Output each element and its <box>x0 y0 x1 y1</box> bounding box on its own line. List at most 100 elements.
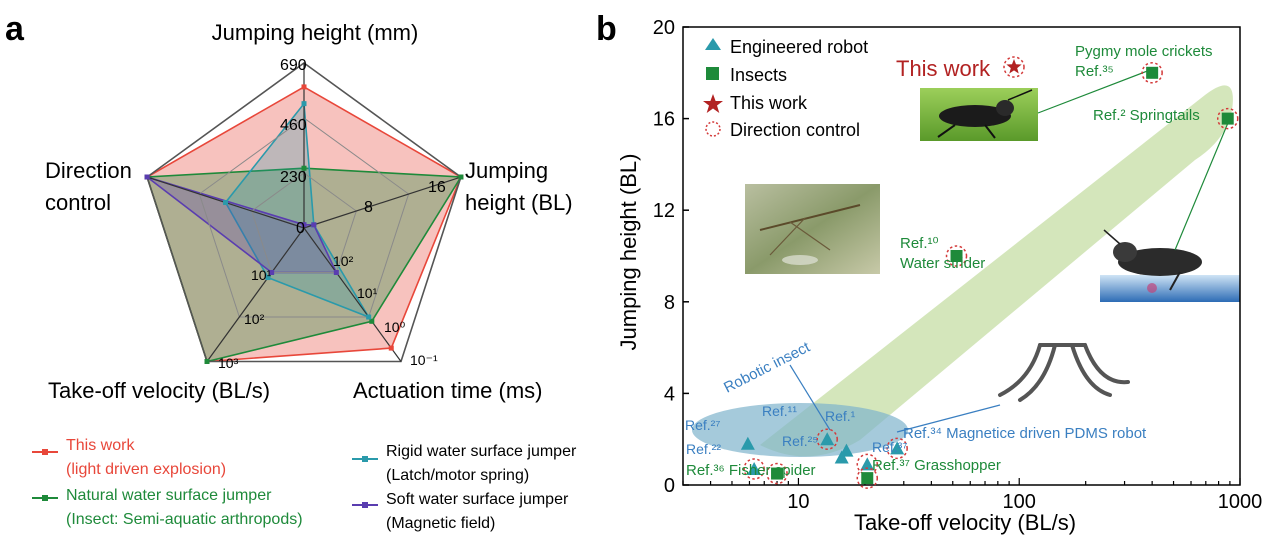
x-tick-label-0: 10 <box>787 491 809 513</box>
radar-axis-title-4a: Direction <box>45 158 132 183</box>
radar-point-2-4 <box>223 200 229 206</box>
legend-this-work-line2: (light driven explosion) <box>66 461 226 478</box>
radar-point-1-3 <box>204 358 210 364</box>
radar-axis-title-1b: height (BL) <box>465 190 573 215</box>
radar-point-3-1 <box>311 222 317 228</box>
y-axis-title: Jumping height (BL) <box>616 154 641 351</box>
direction-control-ring <box>886 437 908 460</box>
annot-robotic-insect: Robotic insect <box>721 338 813 396</box>
direction-control-ring <box>1141 62 1163 84</box>
y-tick-label-4: 16 <box>653 109 675 131</box>
tick-time-10-2: 10² <box>333 253 354 269</box>
tick-mm-460: 460 <box>280 117 307 134</box>
panel-b-label: b <box>596 10 617 48</box>
x-tick-label-1: 100 <box>1003 491 1036 513</box>
tick-vel-10-2: 10² <box>244 311 265 327</box>
radar-point-0-2 <box>388 345 394 351</box>
direction-control-ring <box>766 462 788 485</box>
pdms-robot-drawing <box>998 343 1130 402</box>
legend-item-natural: Natural water surface jumper (Insect: Se… <box>32 487 303 528</box>
springtail-photo <box>1100 229 1240 302</box>
direction-control-ring <box>1216 107 1239 130</box>
radar-point-1-0 <box>301 165 307 171</box>
tick-bl-8: 8 <box>364 199 373 216</box>
legend-natural-line1: Natural water surface jumper <box>66 487 272 504</box>
tick-mm-690: 690 <box>280 57 307 74</box>
radar-point-2-3 <box>265 275 271 281</box>
insect-point-3 <box>1146 66 1159 79</box>
radar-axis-title-1a: Jumping <box>465 158 548 183</box>
radar-spoke-2 <box>303 227 402 362</box>
radar-point-2-0 <box>301 101 307 107</box>
robot-point-1 <box>747 461 762 475</box>
radar-point-3-4 <box>144 174 150 180</box>
tick-time-10-1: 10¹ <box>357 285 378 301</box>
robot-point-3 <box>834 450 849 464</box>
panel-a-label: a <box>5 10 25 48</box>
robot-point-4 <box>839 443 854 457</box>
radar-axis-title-3: Take-off velocity (BL/s) <box>48 378 270 403</box>
water-strider-photo <box>745 184 880 274</box>
radar-legend: This work (light driven explosion) Natur… <box>32 437 577 532</box>
legend-soft-line1: Soft water surface jumper <box>386 491 569 508</box>
annot-grasshopper: Ref.³⁷ Grasshopper <box>872 457 1001 474</box>
pygmy-cricket-photo <box>920 88 1038 141</box>
radar-chart <box>144 62 464 364</box>
this-work-ring <box>1003 56 1025 78</box>
scatter-frame <box>682 26 1241 486</box>
tick-vel-10-1: 10¹ <box>251 267 272 283</box>
legend-star-marker <box>703 94 723 113</box>
this-work-star <box>1006 59 1022 74</box>
legend-rigid-line2: (Latch/motor spring) <box>386 467 529 484</box>
radar-axis-title-0: Jumping height (mm) <box>212 20 419 45</box>
annot-fisher: Ref.³⁶ Fisher spider <box>686 462 816 479</box>
annot-ref27: Ref.²⁷ <box>685 417 720 433</box>
radar-series-1 <box>145 167 463 363</box>
x-tick-label-2: 1000 <box>1218 491 1263 513</box>
annot-ref37-robot: Ref.³⁷ <box>872 439 907 455</box>
legend-engineered-robot: Engineered robot <box>730 37 868 57</box>
radar-grid-ring-1 <box>198 117 410 318</box>
radar-point-3-2 <box>333 269 339 275</box>
robot-point-2 <box>820 432 835 446</box>
annot-water-strider: Water strider <box>900 255 985 272</box>
radar-point-2-2 <box>366 314 372 320</box>
y-tick-label-2: 8 <box>664 292 675 314</box>
annot-ref22: Ref.²² <box>686 441 721 457</box>
legend-this-work-line1: This work <box>66 437 135 454</box>
radar-axis-title-2: Actuation time (ms) <box>353 378 543 403</box>
legend-item-soft: Soft water surface jumper (Magnetic fiel… <box>352 491 569 532</box>
annotation-connectors <box>1037 69 1231 251</box>
legend-square-marker <box>706 67 719 80</box>
direction-control-ring <box>743 458 765 480</box>
tick-vel-10-3: 10³ <box>218 355 239 371</box>
insect-point-2 <box>950 250 963 262</box>
radar-point-0-0 <box>301 84 307 90</box>
direction-control-ring <box>945 245 968 267</box>
robot-point-6 <box>890 441 905 455</box>
legend-insects: Insects <box>730 65 787 85</box>
legend-rigid-line1: Rigid water surface jumper <box>386 443 577 460</box>
annot-ref25: Ref.²⁵ <box>782 433 818 449</box>
tick-bl-16: 16 <box>428 179 446 196</box>
radar-point-1-2 <box>369 318 375 324</box>
radar-axis-title-4b: control <box>45 190 111 215</box>
annot-ref35: Ref.³⁵ <box>1075 63 1114 80</box>
y-tick-label-5: 20 <box>653 17 675 39</box>
tick-time-10-m1: 10⁻¹ <box>410 352 438 368</box>
tick-mm-0: 0 <box>296 220 305 237</box>
legend-soft-line2: (Magnetic field) <box>386 515 495 532</box>
insect-point-4 <box>1221 112 1234 125</box>
tick-mm-230: 230 <box>280 169 307 186</box>
radar-grid-ring-2 <box>146 62 462 363</box>
insect-point-1 <box>861 472 874 485</box>
legend-item-this-work: This work (light driven explosion) <box>32 437 226 478</box>
insect-point-0 <box>771 467 784 480</box>
x-axis-title: Take-off velocity (BL/s) <box>854 510 1076 535</box>
robot-point-0 <box>740 436 755 450</box>
legend-item-rigid: Rigid water surface jumper (Latch/motor … <box>352 443 577 484</box>
radar-spoke-3 <box>206 227 305 362</box>
y-tick-label-1: 4 <box>664 383 675 405</box>
